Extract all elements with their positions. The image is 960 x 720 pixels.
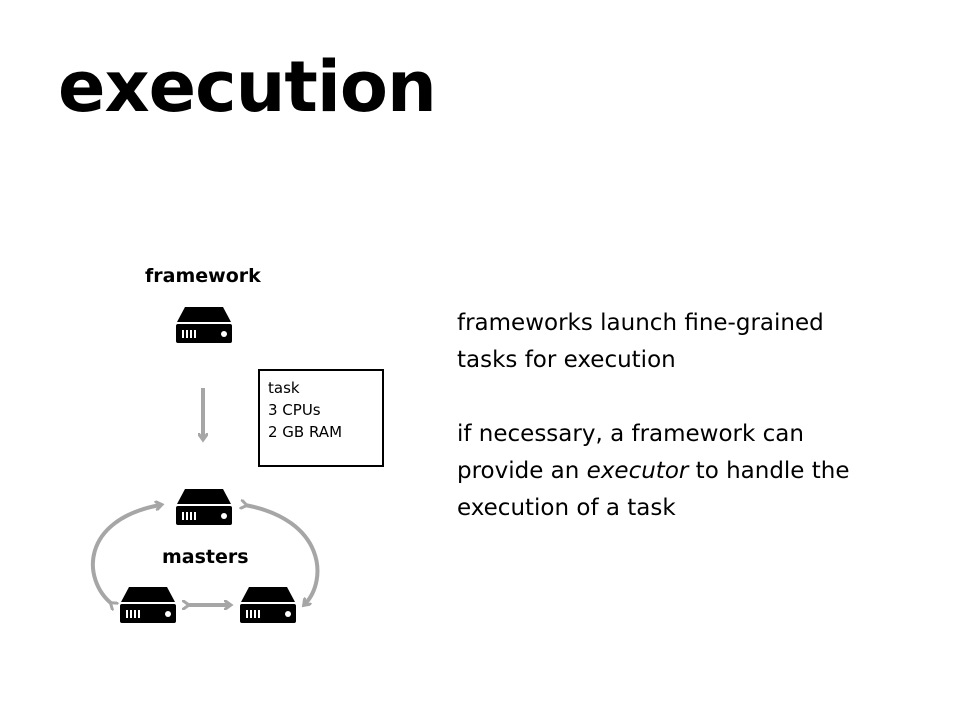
- para2-line2-before: provide an: [457, 458, 587, 484]
- slide-title: execution: [58, 46, 437, 128]
- task-ram: 2 GB RAM: [268, 423, 343, 441]
- master-right-server-icon: [240, 587, 296, 623]
- left-curve-arrow: [91, 505, 160, 604]
- task-label: task: [268, 379, 300, 397]
- para2-line1: if necessary, a framework can: [457, 421, 804, 447]
- para1-line1: frameworks launch fine-grained: [457, 310, 824, 336]
- task-cpus: 3 CPUs: [268, 401, 321, 419]
- para2-line2-after: to handle the: [688, 458, 850, 484]
- master-left-server-icon: [120, 587, 176, 623]
- task-box: task 3 CPUs 2 GB RAM: [258, 369, 384, 467]
- master-server-icon: [176, 489, 232, 525]
- right-curve-arrow: [245, 505, 320, 604]
- body-text: frameworks launch fine-grained tasks for…: [457, 305, 937, 527]
- para1-line2: tasks for execution: [457, 347, 676, 373]
- para2-line2: provide an executor to handle the: [457, 453, 937, 490]
- para2-line3: execution of a task: [457, 495, 676, 521]
- executor-term: executor: [586, 458, 689, 484]
- framework-label: framework: [145, 265, 261, 287]
- masters-label: masters: [162, 546, 249, 568]
- framework-server-icon: [176, 307, 232, 343]
- paragraph-gap: [457, 379, 937, 416]
